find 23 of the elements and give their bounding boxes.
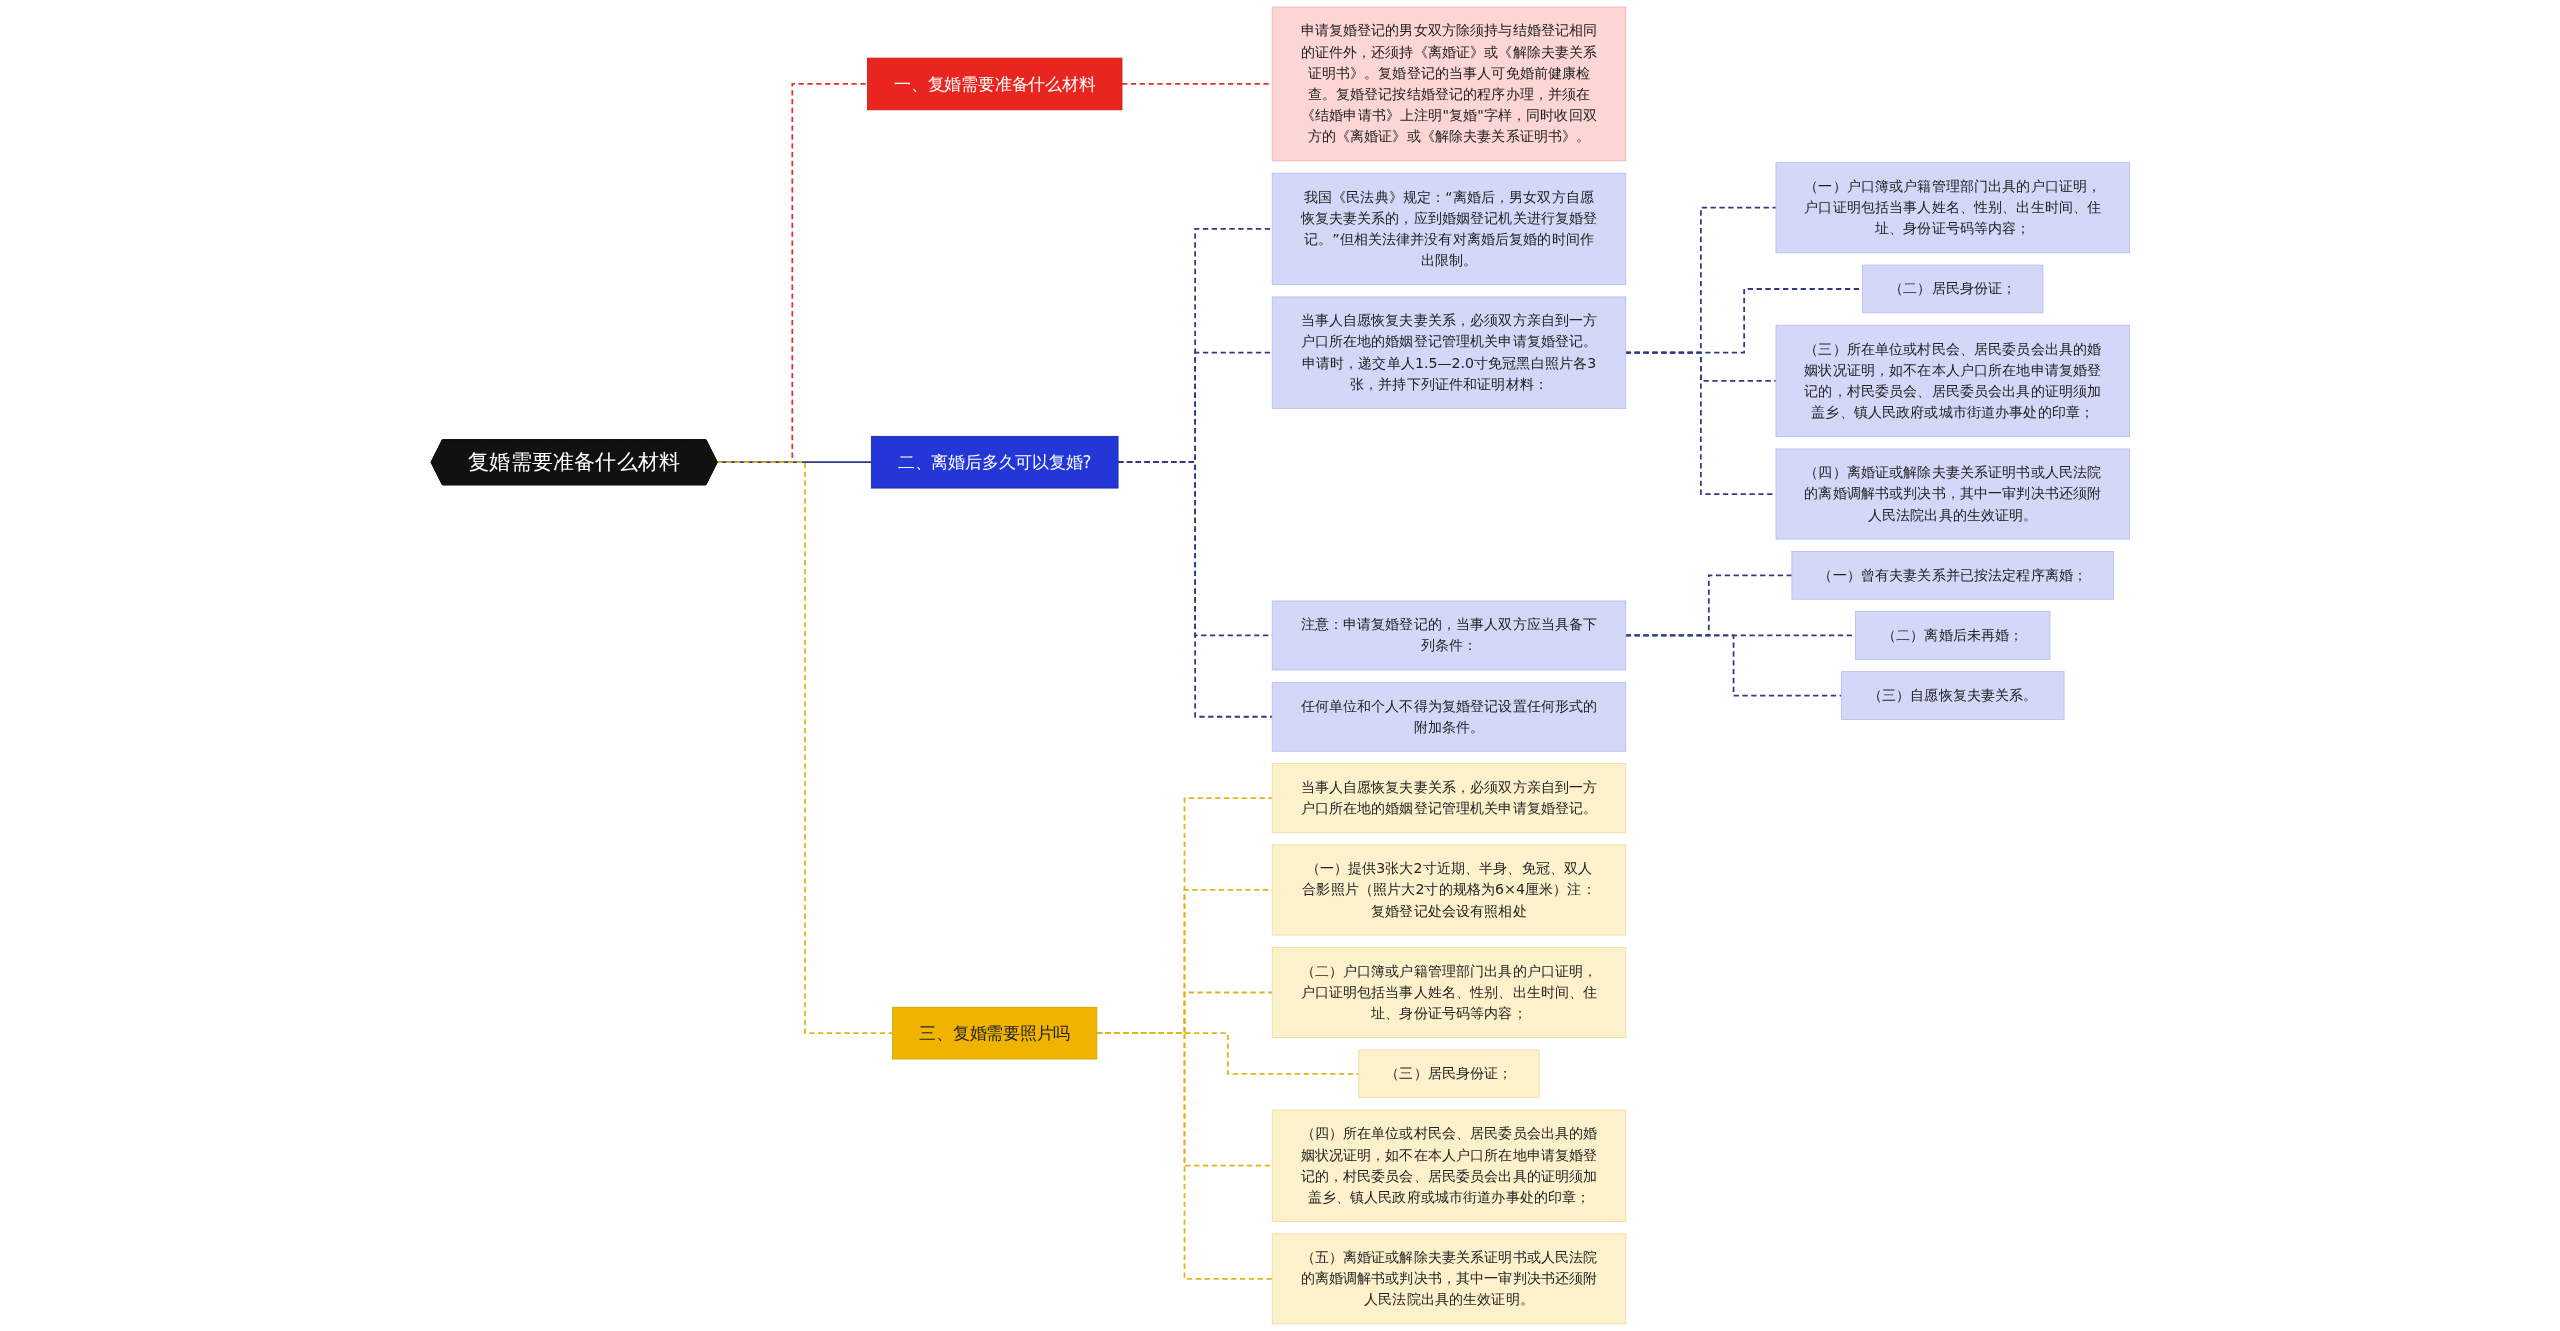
node-box: （二）户口簿或户籍管理部门出具的户口证明，户口证明包括当事人姓名、性别、出生时间、住址、身份证号码等内容；: [1271, 946, 1626, 1038]
node-box: （二）居民身份证；: [1861, 264, 2044, 314]
node-box: 注意：申请复婚登记的，当事人双方应当具备下列条件：: [1271, 600, 1626, 671]
node-box: （一）户口簿或户籍管理部门出具的户口证明，户口证明包括当事人姓名、性别、出生时间、住址、身份证号码等内容；: [1775, 162, 2130, 254]
node-box: （一）提供3张大2寸近期、半身、免冠、双人合影照片（照片大2寸的规格为6×4厘米）注：复婚登记处会设有照相处: [1271, 844, 1626, 936]
node-box: （一）曾有夫妻关系并已按法定程序离婚；: [1791, 551, 2114, 600]
node-box: （四）所在单位或村民会、居民委员会出具的婚姻状况证明，如不在本人户口所在地申请复婚登记的，村民委员会、居民委员会出具的证明须加盖乡、镇人民政府或城市街道办事处的印章；: [1271, 1109, 1626, 1222]
node-box: 当事人自愿恢复夫妻关系，必须双方亲自到一方户口所在地的婚姻登记管理机关申请复婚登记。: [1271, 763, 1626, 833]
node-box: 一、复婚需要准备什么材料: [866, 57, 1123, 111]
node-box: （三）居民身份证；: [1358, 1049, 1540, 1099]
node-box: （四）离婚证或解除夫妻关系证明书或人民法院的离婚调解书或判决书，其中一审判决书还须附人民法院出具的生效证明。: [1775, 448, 2130, 540]
node-box: （二）离婚后未再婚；: [1854, 611, 2051, 660]
node-box: 我国《民法典》规定：“离婚后，男女双方自愿恢复夫妻关系的，应到婚姻登记机关进行复婚登记。”但相关法律并没有对离婚后复婚的时间作出限制。: [1271, 172, 1626, 285]
connector: [1624, 634, 1842, 697]
node-box: （三）自愿恢复夫妻关系。: [1840, 671, 2065, 720]
node-box: 三、复婚需要照片吗: [891, 1006, 1097, 1060]
node-box: 申请复婚登记的男女双方除须持与结婚登记相同的证件外，还须持《离婚证》或《解除夫妻关系证明书》。复婚登记的当事人可免婚前健康检查。复婚登记按结婚登记的程序办理，并须在《结婚申请书》上注明"复婚"字样，同时收回双方的《离婚证》或《解除夫妻关系证明书》。: [1271, 6, 1626, 162]
connector: [1095, 1032, 1273, 1280]
node-box: 二、离婚后多久可以复婚?: [870, 435, 1119, 489]
node-box: 当事人自愿恢复夫妻关系，必须双方亲自到一方户口所在地的婚姻登记管理机关申请复婚登记。申请时，递交单人1.5—2.0寸免冠黑白照片各3张，并持下列证件和证明材料：: [1271, 296, 1626, 409]
node-box: （五）离婚证或解除夫妻关系证明书或人民法院的离婚调解书或判决书，其中一审判决书还须附人民法院出具的生效证明。: [1271, 1233, 1626, 1325]
node-box: （三）所在单位或村民会、居民委员会出具的婚姻状况证明，如不在本人户口所在地申请复婚登记的，村民委员会、居民委员会出具的证明须加盖乡、镇人民政府或城市街道办事处的印章；: [1775, 324, 2130, 438]
node-box: 任何单位和个人不得为复婚登记设置任何形式的附加条件。: [1271, 681, 1626, 752]
